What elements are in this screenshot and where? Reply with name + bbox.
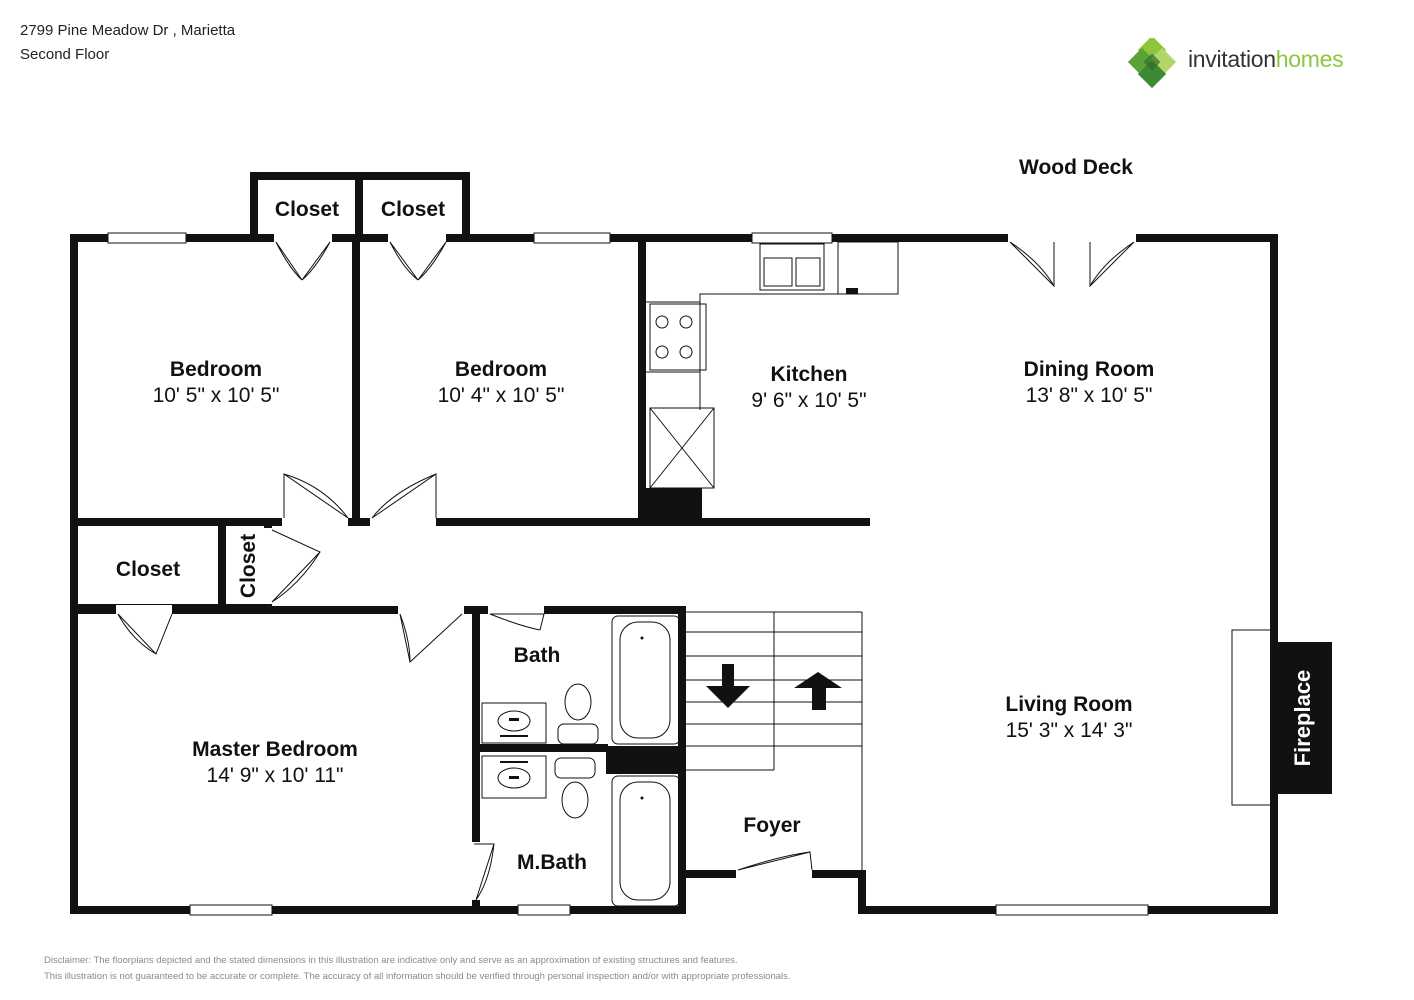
closet-door-swing: [275, 241, 331, 281]
master-door-swing: [399, 613, 463, 663]
room-dims-living: 15' 3" x 14' 3": [1006, 719, 1133, 742]
property-address: 2799 Pine Meadow Dr , Marietta: [20, 22, 236, 39]
brand-wordmark: invitationhomes: [1188, 46, 1344, 73]
disclaimer-line2: This illustration is not guaranteed to b…: [44, 971, 791, 982]
vanity-sink-icon: [481, 755, 547, 799]
room-dims-bedroom: 10' 5" x 10' 5": [153, 384, 280, 407]
brand-name-part2: homes: [1275, 46, 1344, 72]
brand-logo: invitationhomes: [1127, 35, 1388, 89]
bath-door-swing: [489, 613, 545, 631]
disclaimer-line1: Disclaimer: The floorplans depicted and …: [44, 955, 738, 966]
bedroom-door-swing: [371, 473, 437, 519]
room-name-mbath: M.Bath: [517, 851, 587, 874]
room-name-master: Master Bedroom: [192, 738, 358, 761]
toilet-icon: [564, 683, 592, 721]
floor-label: Second Floor: [20, 46, 110, 63]
room-name-living: Living Room: [1005, 693, 1132, 716]
french-door-swing: [1009, 241, 1135, 288]
wall-block: [640, 488, 702, 524]
fireplace-hearth: [1231, 629, 1273, 806]
staircase: [684, 611, 863, 870]
stove-icon: [649, 303, 707, 371]
fixtures: [481, 241, 1273, 907]
room-dims-kitchen: 9' 6" x 10' 5": [751, 389, 866, 412]
mbath-door-swing: [474, 843, 495, 901]
fridge: [837, 241, 899, 295]
room-name-bedroom: Bedroom: [455, 358, 547, 381]
bedroom-door-swing: [283, 473, 349, 519]
wood-deck-label: Wood Deck: [1019, 156, 1133, 179]
room-dims-bedroom: 10' 4" x 10' 5": [438, 384, 565, 407]
room-dims-master: 14' 9" x 10' 11": [207, 764, 344, 787]
stairs-up-arrow-icon: [794, 672, 842, 710]
room-name-foyer: Foyer: [743, 814, 800, 837]
windows: [107, 232, 1149, 916]
brand-logo-icon: [1127, 35, 1177, 89]
closet-door-swing: [271, 529, 321, 603]
toilet-icon: [561, 781, 589, 819]
closet-label: Closet: [381, 198, 445, 221]
closet-label: Closet: [116, 558, 180, 581]
kitchen-counter: [645, 242, 899, 303]
entry-door-swing: [737, 851, 813, 871]
fireplace-label: Fireplace: [1290, 670, 1315, 767]
brand-name-part1: invitation: [1188, 46, 1276, 72]
fireplace: [1272, 642, 1332, 794]
kitchen-sink-icon: [759, 243, 825, 291]
wall-block: [606, 746, 684, 774]
vanity-sink-icon: [481, 702, 547, 744]
stairs-down-arrow-icon: [706, 664, 750, 708]
room-dims-dining: 13' 8" x 10' 5": [1026, 384, 1153, 407]
closet-door-swing: [117, 613, 173, 655]
closet-label-rotated: Closet: [237, 534, 260, 598]
closet-label: Closet: [275, 198, 339, 221]
room-name-bath: Bath: [514, 644, 561, 667]
room-name-dining: Dining Room: [1024, 358, 1155, 381]
closet-door-swing: [389, 241, 447, 281]
doors: [117, 241, 1135, 901]
room-name-kitchen: Kitchen: [770, 363, 847, 386]
room-name-bedroom: Bedroom: [170, 358, 262, 381]
